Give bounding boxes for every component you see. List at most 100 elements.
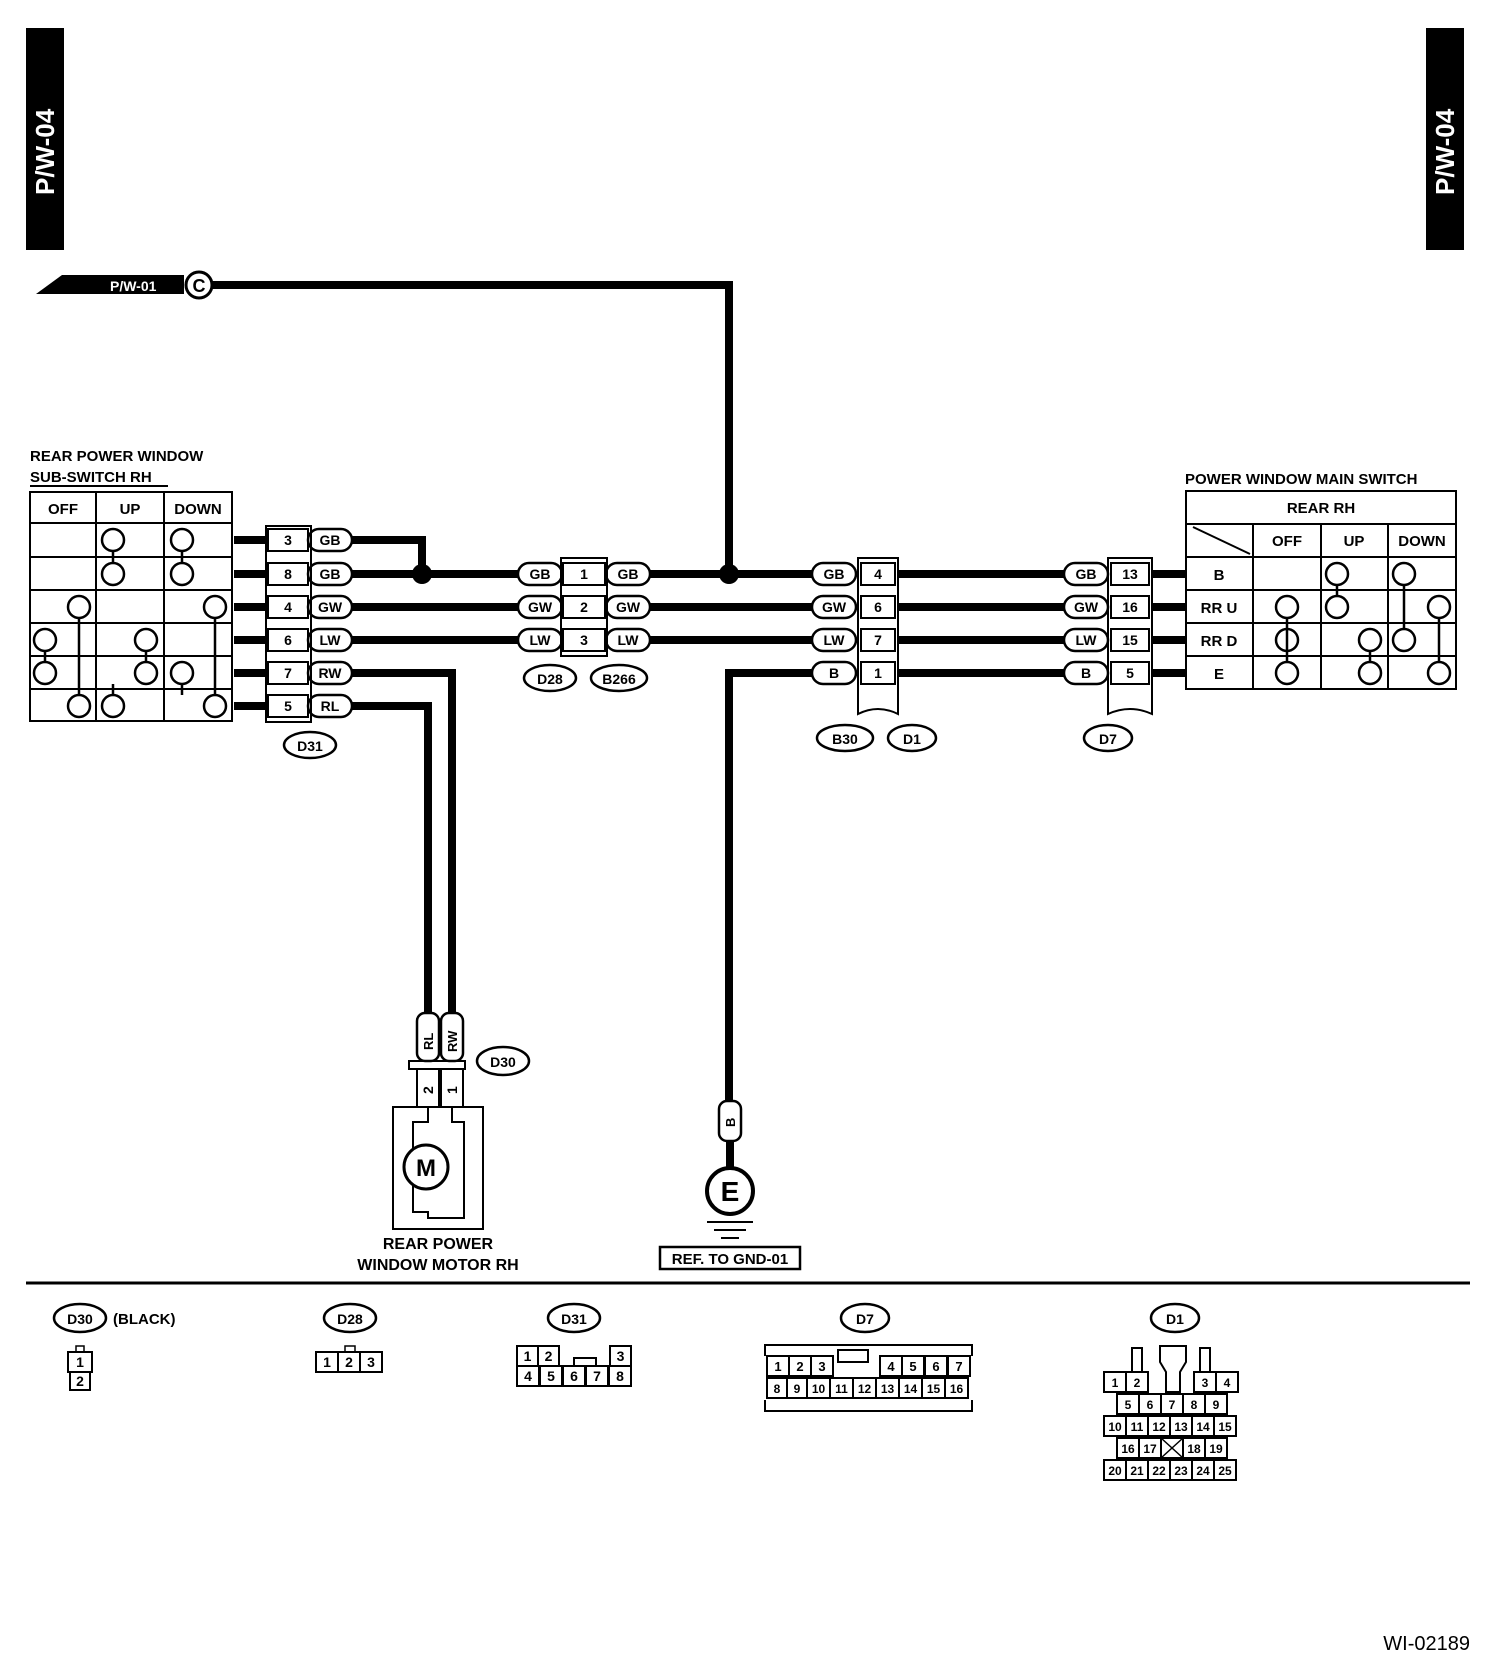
- view-d1-pin-2: 2: [1134, 1376, 1141, 1390]
- view-d30-pin1: 1: [76, 1354, 84, 1370]
- b30-pin-4-box: [860, 562, 896, 586]
- d31-pin-4: 4: [284, 599, 292, 615]
- view-d7-pin-5: 5: [909, 1359, 916, 1374]
- connector-d28-label: D28: [537, 671, 563, 687]
- view-d1-pin-1: 1: [1112, 1376, 1119, 1390]
- view-d7-pin-11: 11: [835, 1382, 848, 1396]
- wire-rw-motor: [352, 669, 456, 1012]
- view-d1-pin-18: 18: [1187, 1442, 1201, 1456]
- d31-pin-7: 7: [284, 665, 292, 681]
- view-d1-pin-24: 24: [1196, 1464, 1210, 1478]
- view-d1-pin-3: 3: [1202, 1376, 1209, 1390]
- b30-wire-4-tag: [810, 561, 858, 587]
- d7-pin-15-box: [1110, 628, 1150, 652]
- main-switch-title: POWER WINDOW MAIN SWITCH: [1185, 471, 1417, 488]
- view-d1-pin-4: 4: [1224, 1376, 1231, 1390]
- d31-pin-5: 5: [284, 698, 292, 714]
- b30-wire-7-tag: [810, 627, 858, 653]
- sub-switch: REAR POWER WINDOW SUB-SWITCH RH OFF UP D…: [29, 448, 233, 722]
- subswitch-col-off: OFF: [48, 501, 78, 518]
- d7-pin-13: 13: [1122, 566, 1138, 582]
- view-d7-pin-12: 12: [858, 1382, 872, 1396]
- motor-label-1: REAR POWER: [383, 1236, 494, 1253]
- view-d1-pin-13: 13: [1174, 1420, 1188, 1434]
- view-d7-pin-3-box: [810, 1355, 834, 1377]
- d7-wire-13: GB: [1076, 566, 1097, 582]
- b30-wire-4: GB: [824, 566, 845, 582]
- wire-ground: [725, 669, 812, 1101]
- view-d7-pin-7: 7: [955, 1359, 962, 1374]
- view-d7-pin-3: 3: [818, 1359, 825, 1374]
- connector-d28-tag: [522, 663, 578, 693]
- view-d7-pin-16: 16: [950, 1382, 964, 1396]
- view-d1-pin-10: 10: [1108, 1420, 1122, 1434]
- d31-wire-5: RL: [321, 698, 340, 714]
- d31-wire-4: GW: [318, 599, 343, 615]
- view-d7-key: [837, 1349, 869, 1363]
- view-d28-pin-1: 1: [323, 1354, 331, 1370]
- d31-wire-8: GB: [320, 566, 341, 582]
- view-d1-pin-4-box: [1215, 1371, 1239, 1393]
- b30-pin-7-box: [860, 628, 896, 652]
- b30-wire-6-tag: [810, 594, 858, 620]
- d7-pin-16-box: [1110, 595, 1150, 619]
- motor-pin-1: 1: [444, 1086, 460, 1094]
- b30-pin-6-box: [860, 595, 896, 619]
- view-d1-pin-25: 25: [1218, 1464, 1232, 1478]
- main-row-b: B: [1214, 567, 1225, 584]
- d31-wire-8-tag: [306, 561, 354, 587]
- view-d30-note: (BLACK): [113, 1311, 175, 1328]
- view-d1-pin-6: 6: [1147, 1398, 1154, 1412]
- d31-wire-5-tag: [306, 693, 354, 719]
- page-tab-left: [26, 28, 64, 250]
- view-d30: D30 (BLACK) 1 2: [52, 1302, 175, 1391]
- splice-left: [412, 564, 432, 584]
- view-d1-pin-14: 14: [1196, 1420, 1210, 1434]
- view-d31-pin-4: 4: [524, 1368, 532, 1384]
- main-switch: POWER WINDOW MAIN SWITCH REAR RH OFF UP …: [1185, 471, 1457, 690]
- view-d28-name: D28: [337, 1311, 363, 1327]
- main-col-down: DOWN: [1398, 533, 1446, 550]
- ground-symbol: [705, 1166, 755, 1216]
- b266-wire-1: GB: [618, 566, 639, 582]
- view-d1-pin-15-box: [1213, 1415, 1237, 1437]
- b30-wire-1: B: [829, 665, 839, 681]
- motor-symbol: [402, 1143, 450, 1191]
- view-d1-pin-9-box: [1204, 1393, 1228, 1415]
- splice-center: [719, 564, 739, 584]
- view-d31-key: [573, 1357, 597, 1367]
- d31-wire-7: RW: [318, 665, 342, 681]
- d28-wire-2: GW: [528, 599, 553, 615]
- d7-pin-5-box: [1110, 661, 1150, 685]
- d7-pin-13-box: [1110, 562, 1150, 586]
- view-d30-pin2: 2: [76, 1373, 84, 1389]
- view-d1-pin-21: 21: [1130, 1464, 1144, 1478]
- view-d31-pin-3: 3: [617, 1348, 625, 1364]
- view-d1-pin-8: 8: [1191, 1398, 1198, 1412]
- view-d7-pin-7-box: [947, 1355, 971, 1377]
- connector-b266-label: B266: [602, 671, 636, 687]
- ref-tab-label: P/W-01: [110, 278, 157, 294]
- b30-pin-7: 7: [874, 632, 882, 648]
- view-d31-pin-8: 8: [616, 1368, 624, 1384]
- b266-wire-3: LW: [618, 632, 640, 648]
- view-d7-pin-9: 9: [794, 1382, 801, 1396]
- view-d7-pin-15: 15: [927, 1382, 941, 1396]
- wires: [212, 281, 1186, 1101]
- view-d7-pin-2: 2: [796, 1359, 803, 1374]
- view-d1-pin-19: 19: [1209, 1442, 1223, 1456]
- d7-pin-15: 15: [1122, 632, 1138, 648]
- view-d31-pin-8-box: [608, 1365, 632, 1387]
- ref-tab-pw01: [36, 275, 184, 294]
- b30-pin-1: 1: [874, 665, 882, 681]
- wire-gb-loop: [352, 536, 426, 574]
- view-d1-pin-22: 22: [1152, 1464, 1166, 1478]
- d31-pin-6: 6: [284, 632, 292, 648]
- view-d28-pin-3-box: [359, 1351, 383, 1373]
- view-d1-pin-2-box: [1125, 1371, 1149, 1393]
- main-row-e: E: [1214, 666, 1224, 683]
